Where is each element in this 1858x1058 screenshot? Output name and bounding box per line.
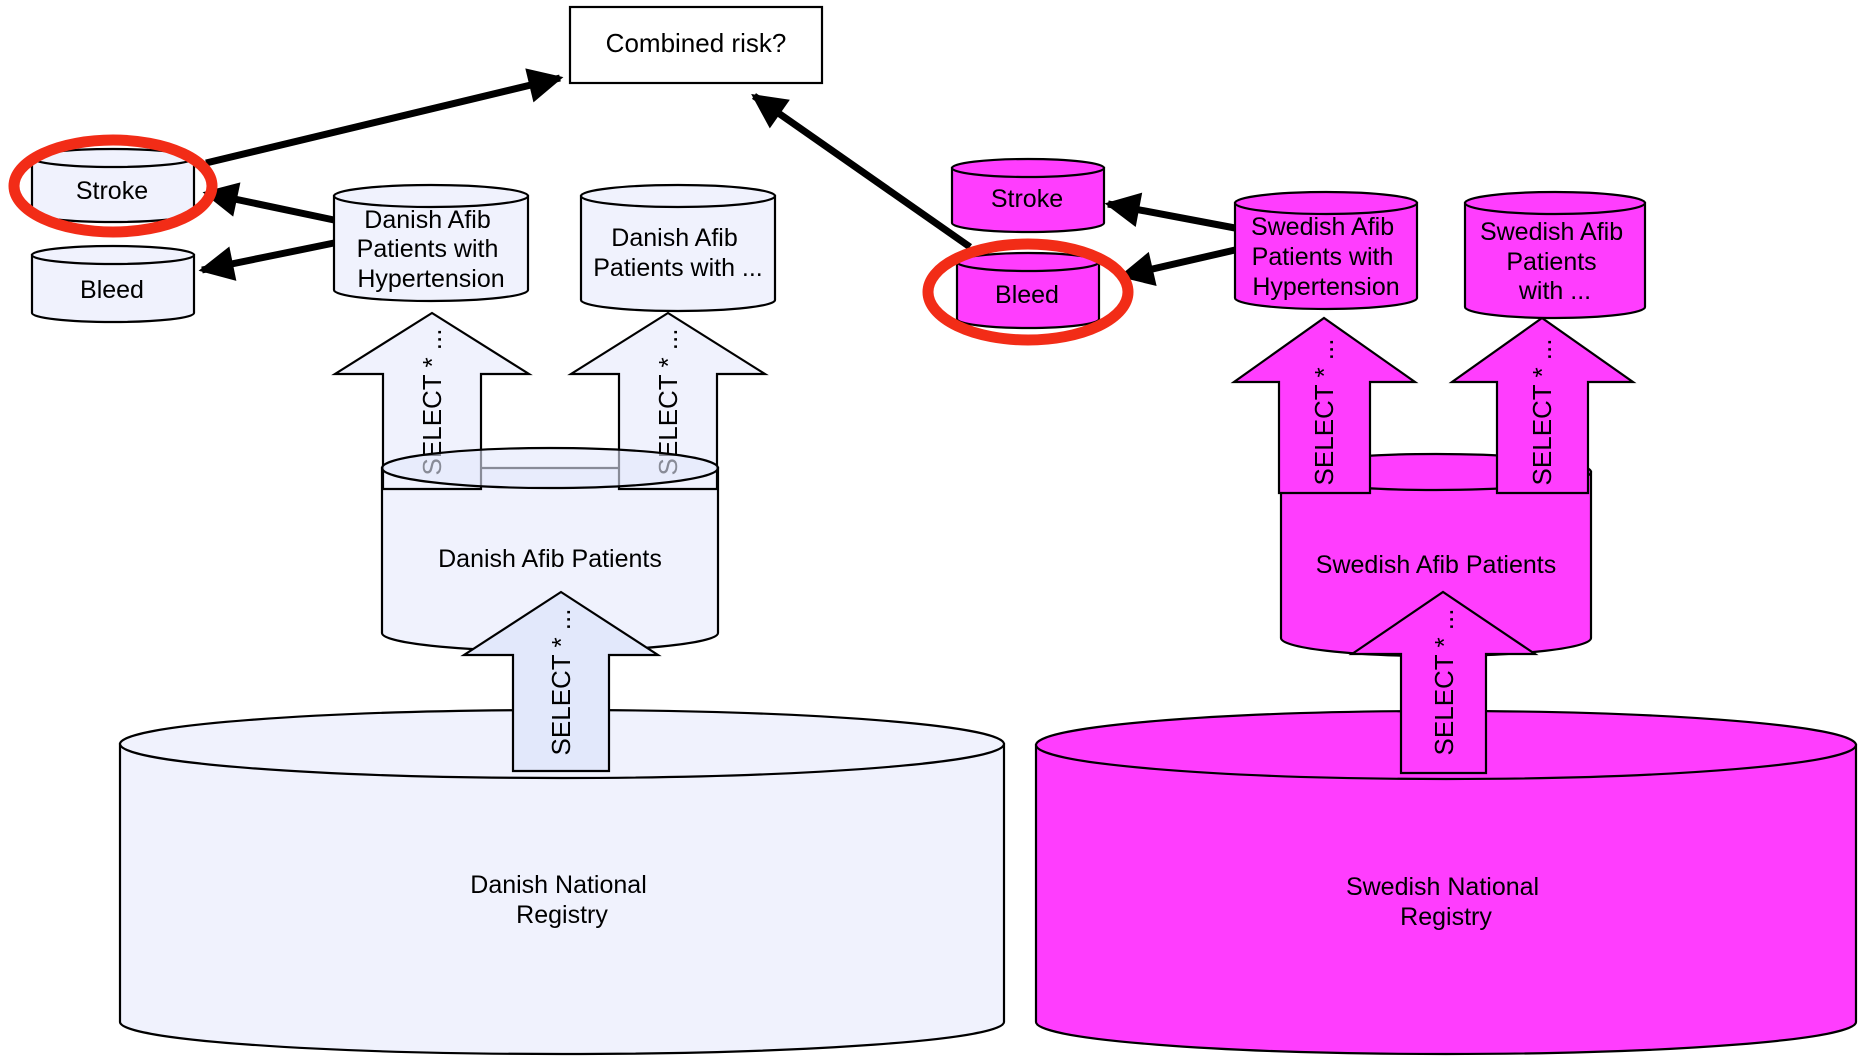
danish-bleed-cylinder [30,244,196,324]
swedish-bleed-label: Bleed [995,281,1059,309]
danish-hypertension-label: Danish Afib Patients with Hypertension [357,206,506,293]
swedish-registry-label: Swedish National Registry [1346,873,1546,931]
danish-stroke-label: Stroke [76,177,148,205]
connectors [198,68,1236,286]
danish-select-arrow-other: SELECT * ... [567,311,769,491]
highlight-ring-swedish-bleed [922,238,1134,346]
swedish-stroke-label: Stroke [991,185,1063,213]
combined-risk-box: Combined risk? [568,5,824,85]
select-label: SELECT * ... [1429,609,1459,756]
swedish-registry-cylinder [1034,709,1858,1056]
select-label: SELECT * ... [653,329,683,476]
connector-danish-hypertension-to-stroke [202,182,335,224]
danish-hypertension-cylinder [332,183,530,303]
swedish-afib-patients-label: Swedish Afib Patients [1316,551,1556,579]
connector-swedish-bleed-to-combined [751,93,973,250]
select-label: SELECT * ... [546,609,576,756]
select-label: SELECT * ... [1309,339,1339,486]
connector-swedish-hypertension-to-stroke [1104,192,1236,232]
danish-bleed-label: Bleed [80,276,144,304]
combined-risk-label: Combined risk? [606,28,787,58]
danish-afib-patients-label: Danish Afib Patients [438,545,662,573]
swedish-select-arrow-other: SELECT * ... [1448,316,1637,495]
connector-danish-hypertension-to-bleed [198,239,335,281]
swedish-other-label: Swedish Afib Patients with ... [1480,218,1630,305]
swedish-hypertension-cylinder [1233,190,1419,311]
danish-other-cylinder [579,183,777,313]
danish-select-arrow-registry: SELECT * ... [460,590,662,773]
connector-danish-stroke-to-combined [205,68,564,167]
connector-swedish-hypertension-to-bleed [1118,246,1236,286]
danish-other-label: Danish Afib Patients with ... [593,224,763,282]
swedish-select-arrow-registry: SELECT * ... [1348,590,1539,775]
highlight-ring-danish-stroke [8,134,218,238]
select-label: SELECT * ... [417,329,447,476]
danish-afib-cylinder-top [380,446,720,490]
danish-select-arrow-hypertension: SELECT * ... [331,311,533,491]
swedish-other-cylinder [1463,190,1647,320]
swedish-hypertension-label: Swedish Afib Patients with Hypertension [1251,213,1401,301]
danish-registry-label: Danish National Registry [470,871,653,929]
swedish-stroke-cylinder [950,157,1106,234]
select-label: SELECT * ... [1527,339,1557,486]
swedish-select-arrow-hypertension: SELECT * ... [1230,316,1419,495]
